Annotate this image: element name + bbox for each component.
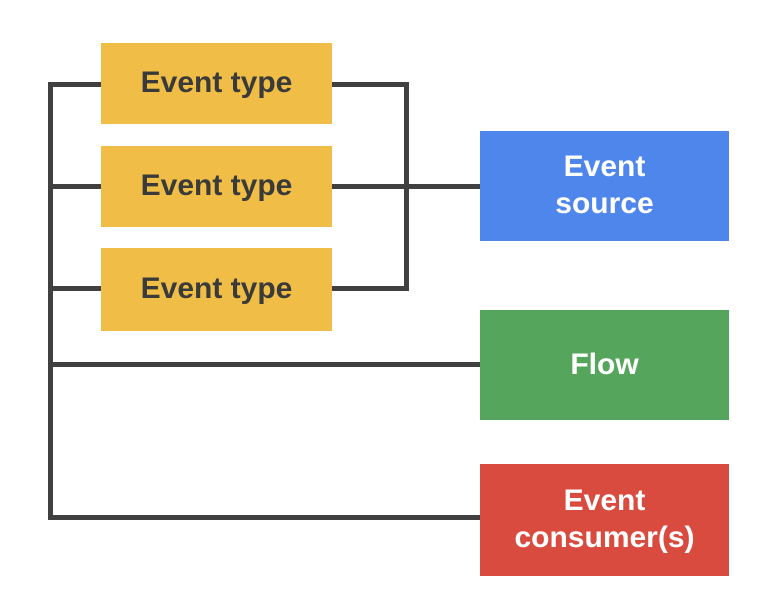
node-event-type-3-label: Event type [140,272,293,306]
node-event-type-3: Event type [101,248,332,331]
node-event-type-1: Event type [101,43,332,124]
node-event-source-label: Event source [555,150,654,220]
node-flow-label: Flow [570,347,639,381]
node-event-type-1-label: Event type [140,66,293,100]
node-event-consumers-label: Event consumer(s) [514,484,695,554]
node-event-consumers: Event consumer(s) [480,464,729,576]
node-flow: Flow [480,310,729,420]
node-event-type-2-label: Event type [140,169,293,203]
connector-flow [48,362,480,367]
connector-left-bus [48,82,53,520]
connector-event-consumers [48,515,480,520]
node-event-type-2: Event type [101,146,332,227]
node-event-source: Event source [480,131,729,241]
